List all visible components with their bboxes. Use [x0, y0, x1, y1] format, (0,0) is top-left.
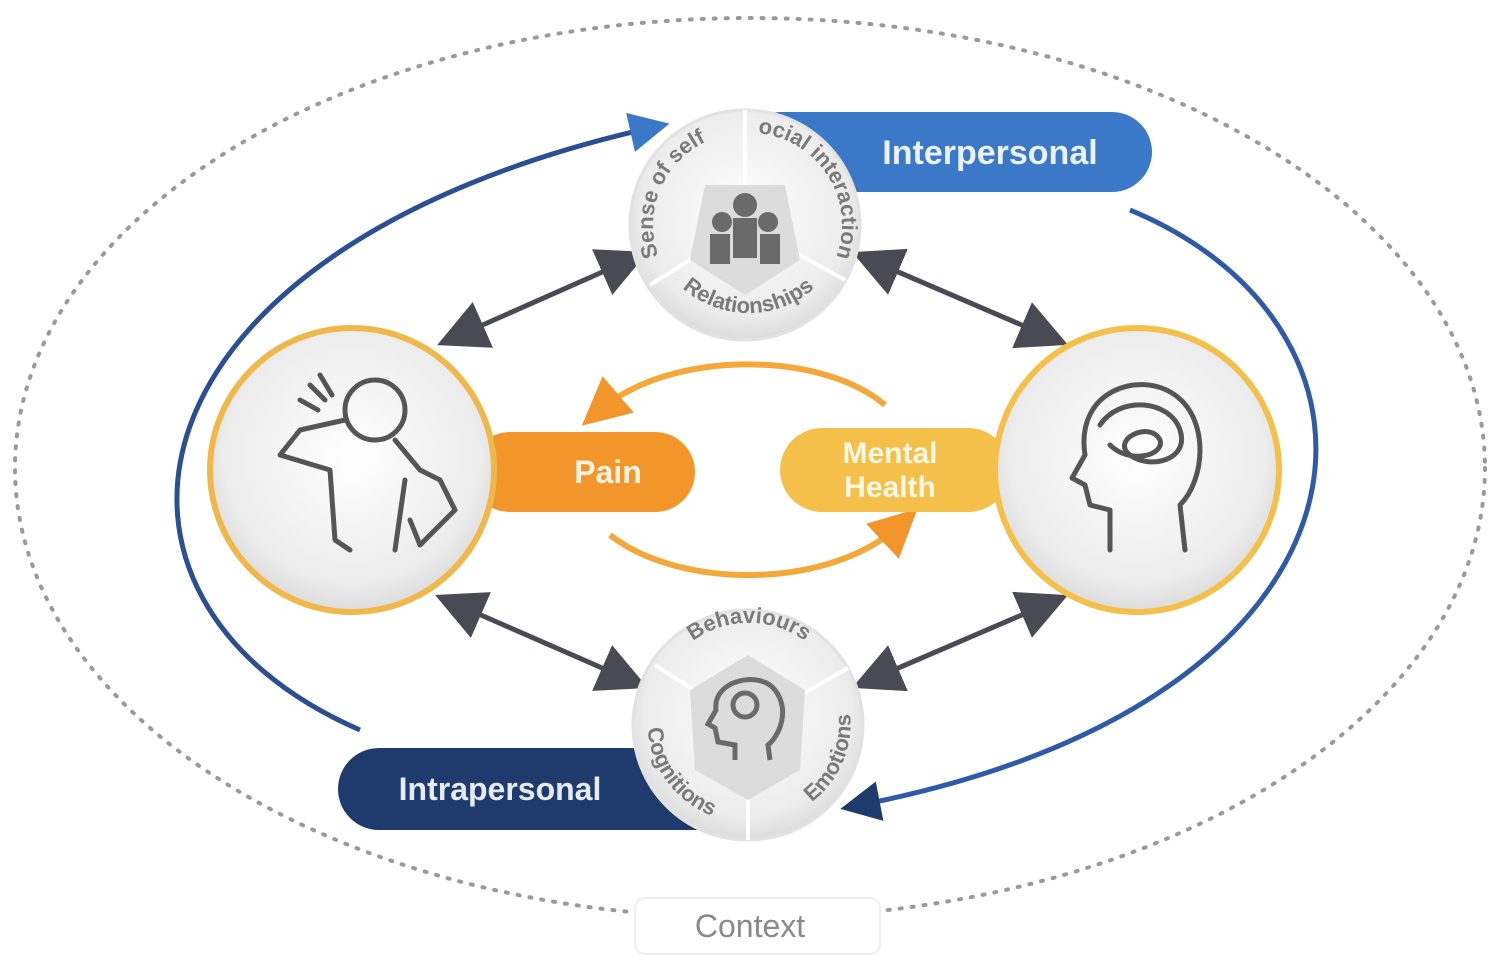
mental-health-pill: Mental Health	[780, 428, 1010, 512]
mental-health-label-line2: Health	[844, 471, 936, 504]
mental-health-label-line1: Mental	[842, 437, 937, 470]
pain-pill: Pain	[470, 432, 695, 512]
pain-node	[207, 325, 497, 615]
loop-arrow-top	[581, 361, 887, 426]
link-arrow	[852, 248, 1068, 349]
back-pain-person-icon	[277, 372, 458, 553]
link-arrow	[852, 591, 1068, 692]
context-boundary	[13, 16, 1487, 920]
loop-arrow-bottom	[608, 508, 918, 579]
interpersonal-factors-node: Sense of self Social interactions Relati…	[0, 0, 862, 342]
context-label: Context	[695, 908, 805, 944]
cycle-arrow-right	[840, 207, 1319, 821]
interpersonal-label: Interpersonal	[882, 134, 1097, 172]
people-group-icon	[710, 193, 780, 264]
link-arrow	[437, 249, 648, 348]
intrapersonal-label: Intrapersonal	[399, 771, 602, 807]
pain-label: Pain	[574, 454, 642, 490]
head-brain-icon	[1069, 382, 1203, 553]
context-tag: Context	[634, 897, 881, 955]
intrapersonal-factors-node: Behaviours Cognitions Emotions	[631, 603, 865, 842]
cycle-arrow-top-left	[174, 112, 670, 733]
mental-health-node	[992, 325, 1282, 615]
link-arrow	[435, 592, 648, 691]
head-profile-icon	[704, 677, 786, 761]
